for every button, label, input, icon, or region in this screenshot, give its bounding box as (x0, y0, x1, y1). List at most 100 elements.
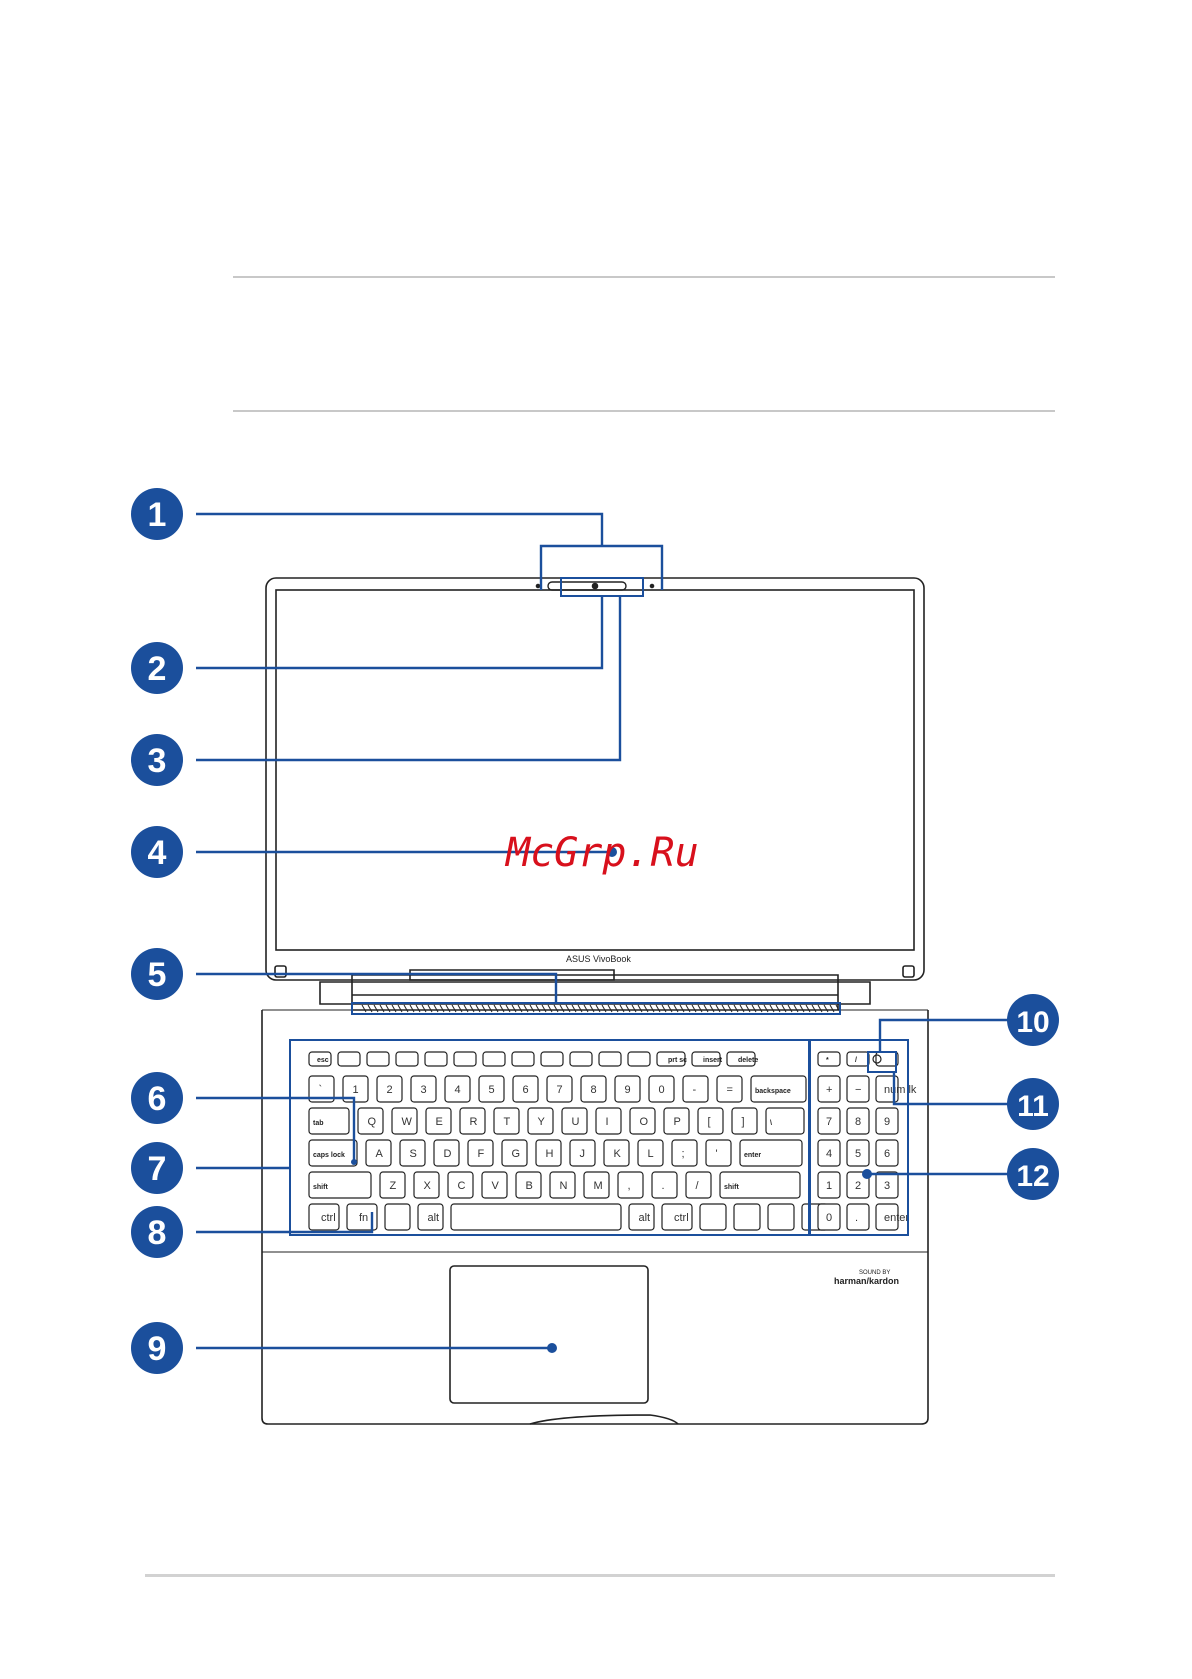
key[interactable]: R (460, 1108, 485, 1134)
key[interactable]: = (717, 1076, 742, 1102)
key[interactable]: * (818, 1052, 840, 1066)
key-cap[interactable] (451, 1204, 621, 1230)
key[interactable]: − (847, 1076, 869, 1102)
key[interactable]: 8 (847, 1108, 869, 1134)
key[interactable]: enter (740, 1140, 802, 1166)
key[interactable]: 4 (445, 1076, 470, 1102)
key[interactable] (570, 1052, 592, 1066)
key[interactable]: 7 (818, 1108, 840, 1134)
key[interactable]: tab (309, 1108, 349, 1134)
key[interactable]: V (482, 1172, 507, 1198)
key[interactable]: shift (309, 1172, 371, 1198)
key[interactable]: shift (720, 1172, 800, 1198)
key[interactable]: ctrl (309, 1204, 339, 1230)
key-cap[interactable] (512, 1052, 534, 1066)
key[interactable]: K (604, 1140, 629, 1166)
key[interactable] (512, 1052, 534, 1066)
key-cap[interactable] (483, 1052, 505, 1066)
key[interactable]: 8 (581, 1076, 606, 1102)
key[interactable]: caps lock (309, 1140, 357, 1166)
key[interactable] (628, 1052, 650, 1066)
key-cap[interactable] (847, 1052, 869, 1066)
key[interactable]: 9 (615, 1076, 640, 1102)
key[interactable]: S (400, 1140, 425, 1166)
key-cap[interactable] (734, 1204, 760, 1230)
key[interactable]: alt (629, 1204, 654, 1230)
key[interactable]: num lk (876, 1076, 917, 1102)
key[interactable]: B (516, 1172, 541, 1198)
key-cap[interactable] (385, 1204, 410, 1230)
key[interactable]: N (550, 1172, 575, 1198)
key[interactable]: 6 (513, 1076, 538, 1102)
key-cap[interactable] (818, 1052, 840, 1066)
key[interactable]: P (664, 1108, 689, 1134)
key[interactable]: 5 (479, 1076, 504, 1102)
key[interactable]: 4 (818, 1140, 840, 1166)
key-cap[interactable] (454, 1052, 476, 1066)
key-cap[interactable] (599, 1052, 621, 1066)
key[interactable]: . (652, 1172, 677, 1198)
key[interactable] (385, 1204, 410, 1230)
key-cap[interactable] (367, 1052, 389, 1066)
key[interactable]: insert (692, 1052, 723, 1066)
key[interactable] (876, 1052, 898, 1066)
key[interactable]: ' (706, 1140, 731, 1166)
key[interactable]: F (468, 1140, 493, 1166)
key-cap[interactable] (700, 1204, 726, 1230)
key[interactable]: 2 (377, 1076, 402, 1102)
key[interactable] (483, 1052, 505, 1066)
key[interactable]: W (392, 1108, 417, 1134)
key[interactable]: Q (358, 1108, 383, 1134)
key-cap[interactable] (628, 1052, 650, 1066)
key[interactable] (599, 1052, 621, 1066)
key[interactable]: H (536, 1140, 561, 1166)
key[interactable]: 3 (876, 1172, 898, 1198)
key[interactable]: Z (380, 1172, 405, 1198)
key[interactable]: J (570, 1140, 595, 1166)
key[interactable] (734, 1204, 760, 1230)
key[interactable]: M (584, 1172, 609, 1198)
key[interactable] (768, 1204, 794, 1230)
key[interactable]: ; (672, 1140, 697, 1166)
key[interactable] (454, 1052, 476, 1066)
key[interactable]: G (502, 1140, 527, 1166)
key[interactable]: 7 (547, 1076, 572, 1102)
key[interactable] (367, 1052, 389, 1066)
key[interactable]: [ (698, 1108, 723, 1134)
key[interactable]: X (414, 1172, 439, 1198)
key[interactable]: D (434, 1140, 459, 1166)
key[interactable]: Y (528, 1108, 553, 1134)
key[interactable]: 3 (411, 1076, 436, 1102)
key[interactable]: ctrl (662, 1204, 692, 1230)
key-cap[interactable] (706, 1140, 731, 1166)
key[interactable] (396, 1052, 418, 1066)
key[interactable] (451, 1204, 621, 1230)
key[interactable]: \ (766, 1108, 804, 1134)
key-cap[interactable] (425, 1052, 447, 1066)
key[interactable]: backspace (751, 1076, 806, 1102)
key[interactable]: L (638, 1140, 663, 1166)
key[interactable]: A (366, 1140, 391, 1166)
key[interactable]: U (562, 1108, 587, 1134)
key[interactable]: prt sc (657, 1052, 687, 1066)
key[interactable]: . (847, 1204, 869, 1230)
key[interactable]: esc (309, 1052, 331, 1066)
key[interactable]: , (618, 1172, 643, 1198)
key[interactable] (541, 1052, 563, 1066)
key-cap[interactable] (396, 1052, 418, 1066)
key-cap[interactable] (541, 1052, 563, 1066)
touchpad[interactable] (450, 1266, 648, 1403)
key[interactable]: I (596, 1108, 621, 1134)
key-cap[interactable] (768, 1204, 794, 1230)
key[interactable]: / (686, 1172, 711, 1198)
key[interactable]: T (494, 1108, 519, 1134)
key[interactable] (425, 1052, 447, 1066)
key-cap[interactable] (570, 1052, 592, 1066)
key[interactable]: / (847, 1052, 869, 1066)
key-cap[interactable] (338, 1052, 360, 1066)
key[interactable]: 1 (818, 1172, 840, 1198)
key[interactable]: O (630, 1108, 655, 1134)
key[interactable]: C (448, 1172, 473, 1198)
key[interactable]: 0 (649, 1076, 674, 1102)
key[interactable] (700, 1204, 726, 1230)
